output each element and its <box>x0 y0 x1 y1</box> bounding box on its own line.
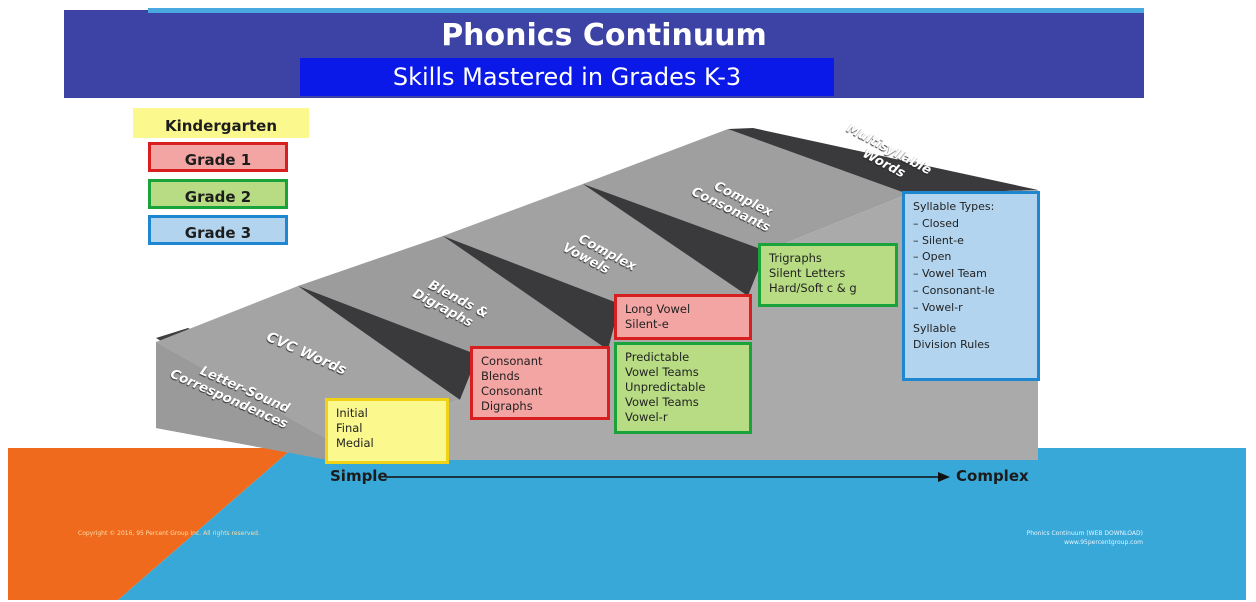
vowels-team-item: Vowel Teams <box>625 395 699 409</box>
grade1-vowels-box: Long Vowel Silent-e <box>614 294 752 340</box>
complexity-arrow-head <box>938 472 950 482</box>
syllable-item: Division Rules <box>913 338 990 352</box>
consonants-item: Hard/Soft c & g <box>769 281 857 295</box>
footer-copyright: Copyright © 2016, 95 Percent Group Inc. … <box>78 530 260 537</box>
blends-item: Consonant <box>481 384 543 398</box>
syllable-item: – Open <box>913 250 952 264</box>
footer-info: Phonics Continuum (WEB DOWNLOAD) www.95p… <box>913 529 1143 547</box>
title-topline <box>148 8 1144 13</box>
kindergarten-item: Medial <box>336 436 374 450</box>
step3-top <box>443 230 620 350</box>
syllable-item: – Vowel-r <box>913 300 963 314</box>
legend-grade-3: Grade 3 <box>148 215 288 245</box>
vowels-item: Silent-e <box>625 317 669 331</box>
slide-frame: Phonics Continuum Skills Mastered in Gra… <box>8 8 1246 600</box>
kindergarten-item: Final <box>336 421 363 435</box>
blends-item: Digraphs <box>481 399 533 413</box>
page-subtitle: Skills Mastered in Grades K-3 <box>300 58 834 96</box>
footer-info-line1: Phonics Continuum (WEB DOWNLOAD) <box>1026 530 1143 537</box>
blue-footer <box>118 448 1246 600</box>
step4-top <box>583 178 766 296</box>
consonants-item: Silent Letters <box>769 266 846 280</box>
orange-wedge <box>8 448 293 600</box>
blends-item: Consonant <box>481 354 543 368</box>
kindergarten-box: Initial Final Medial <box>325 398 449 464</box>
legend-kindergarten: Kindergarten <box>133 108 309 138</box>
axis-label-complex: Complex <box>956 467 1029 485</box>
title-banner: Phonics Continuum Skills Mastered in Gra… <box>64 10 1144 98</box>
legend-grade-1: Grade 1 <box>148 142 288 172</box>
axis-label-simple: Simple <box>330 467 388 485</box>
syllable-item: – Closed <box>913 216 959 230</box>
step2-top <box>298 278 478 400</box>
legend-grade-2: Grade 2 <box>148 179 288 209</box>
syllable-item: Syllable <box>913 321 957 335</box>
syllable-item: – Vowel Team <box>913 267 987 281</box>
vowels-item: Long Vowel <box>625 302 691 316</box>
blends-item: Blends <box>481 369 520 383</box>
syllable-item: – Silent-e <box>913 233 964 247</box>
vowels-team-item: Predictable <box>625 350 690 364</box>
vowels-team-item: Vowel-r <box>625 410 668 424</box>
grade1-blends-box: Consonant Blends Consonant Digraphs <box>470 346 610 420</box>
step3-riser <box>298 236 608 355</box>
grade2-vowels-box: Predictable Vowel Teams Unpredictable Vo… <box>614 342 752 434</box>
step1-face <box>156 342 328 460</box>
page-title: Phonics Continuum <box>441 18 767 53</box>
syllable-item: – Consonant-le <box>913 283 995 297</box>
vowels-team-item: Unpredictable <box>625 380 706 394</box>
vowels-team-item: Vowel Teams <box>625 365 699 379</box>
step5-riser <box>583 129 908 251</box>
kindergarten-item: Initial <box>336 406 368 420</box>
grade3-box: Syllable Types: – Closed – Silent-e – Op… <box>902 191 1040 381</box>
step4-riser <box>443 184 748 304</box>
consonants-item: Trigraphs <box>769 251 822 265</box>
grade2-consonants-box: Trigraphs Silent Letters Hard/Soft c & g <box>758 243 898 307</box>
footer-info-line2: www.95percentgroup.com <box>1064 539 1143 546</box>
syllable-item: Syllable Types: <box>913 200 995 213</box>
